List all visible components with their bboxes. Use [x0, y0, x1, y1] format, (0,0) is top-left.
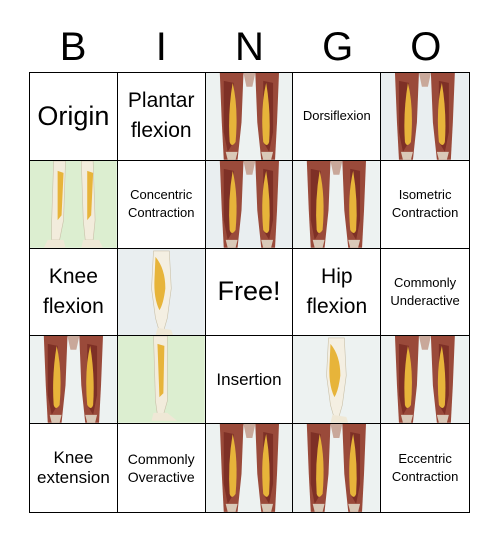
bingo-cell-image[interactable] [293, 160, 382, 249]
bingo-cell-label: Concentric Contraction [127, 187, 195, 221]
bingo-cell-image[interactable] [381, 73, 469, 161]
bingo-cell-label: Insertion [216, 369, 282, 389]
bingo-cell-image[interactable] [30, 160, 118, 249]
bingo-cell-image[interactable] [293, 336, 382, 425]
thigh-front-muscle-icon [381, 73, 469, 160]
bingo-cell[interactable]: Free! [205, 248, 294, 337]
calf-muscle-icon [117, 248, 205, 336]
bingo-cell-label: Plantar flexion [127, 89, 195, 143]
bingo-cell[interactable]: Insertion [205, 336, 294, 425]
header-letter-i: I [155, 25, 167, 69]
bingo-cell-label: Dorsiflexion [302, 108, 371, 124]
bingo-cell[interactable]: Dorsiflexion [293, 73, 382, 161]
bingo-cell-image[interactable] [205, 160, 294, 249]
thigh-front-muscle-icon [205, 160, 293, 248]
bingo-cell[interactable]: Plantar flexion [117, 73, 206, 161]
bingo-cell-image[interactable] [117, 248, 206, 337]
bingo-cell-image[interactable] [381, 336, 469, 425]
thigh-front-muscle-icon [293, 424, 381, 512]
header-letter-g: G [322, 25, 354, 69]
bingo-cell[interactable]: Knee flexion [30, 248, 118, 337]
bingo-cell-image[interactable] [205, 424, 294, 512]
bingo-cell[interactable]: Hip flexion [293, 248, 382, 337]
bingo-cell-label: Isometric Contraction [391, 187, 459, 221]
calf-muscle-icon [293, 336, 381, 424]
bingo-cell[interactable]: Origin [30, 73, 118, 161]
bingo-cell[interactable]: Commonly Underactive [381, 248, 469, 337]
bingo-board: Origin Plantar flexion Dorsiflexion Conce… [29, 72, 470, 513]
bingo-cell-image[interactable] [293, 424, 382, 512]
thigh-front-muscle-icon [205, 73, 293, 160]
header-letter-n: N [235, 25, 264, 69]
header-letter-o: O [410, 25, 442, 69]
bingo-cell-label: Eccentric Contraction [391, 451, 459, 485]
bingo-cell[interactable]: Commonly Overactive [117, 424, 206, 512]
thigh-front-muscle-icon [205, 424, 293, 512]
bingo-cell-label: Knee extension [37, 448, 110, 488]
bingo-cell[interactable]: Concentric Contraction [117, 160, 206, 249]
thigh-front-muscle-icon [293, 160, 381, 248]
bingo-cell-label: Free! [217, 276, 281, 307]
bingo-header: B I N G O [29, 22, 470, 72]
bingo-cell-label: Origin [37, 100, 110, 131]
bingo-cell-label: Commonly Underactive [390, 274, 460, 308]
bingo-cell-label: Hip flexion [306, 264, 368, 318]
bingo-cell[interactable]: Eccentric Contraction [381, 424, 469, 512]
bingo-cell-image[interactable] [117, 336, 206, 425]
bingo-cell-image[interactable] [205, 73, 294, 161]
thigh-front-muscle-icon [30, 336, 117, 424]
lower-leg-front-icon [30, 160, 117, 248]
bingo-cell[interactable]: Knee extension [30, 424, 118, 512]
bingo-cell-label: Knee flexion [43, 264, 104, 318]
bingo-cell[interactable]: Isometric Contraction [381, 160, 469, 249]
header-letter-b: B [59, 25, 87, 69]
thigh-front-muscle-icon [381, 336, 469, 424]
bingo-cell-image[interactable] [30, 336, 118, 425]
bingo-cell-label: Commonly Overactive [127, 451, 195, 486]
lower-leg-side-icon [117, 336, 205, 424]
